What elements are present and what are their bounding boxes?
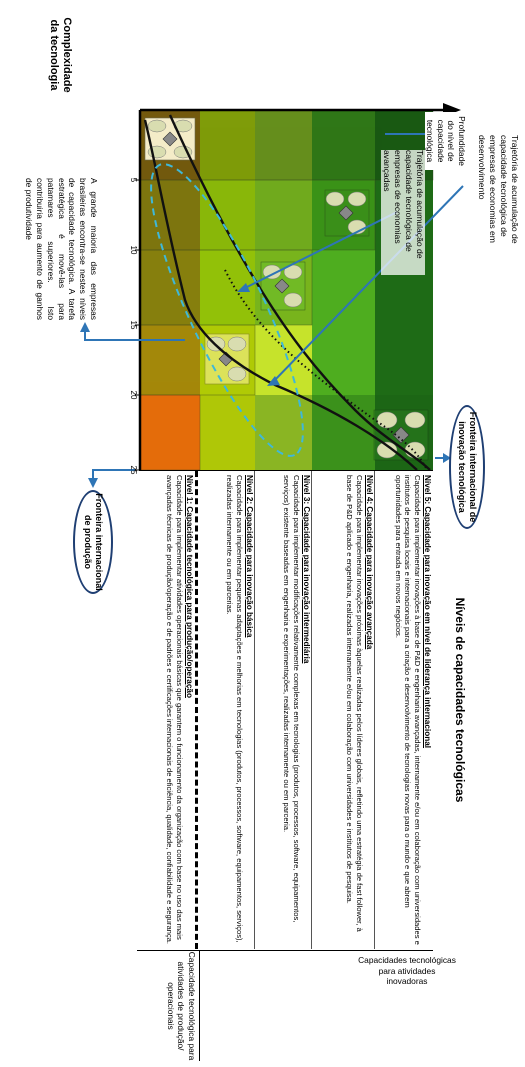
- level3-desc: Capacidade para implementar modificações…: [282, 475, 302, 923]
- prod-side-bracket: Capacidade tecnológica para atividades d…: [137, 950, 200, 1061]
- level2-title: Nível 2: Capacidade para inovação básica: [245, 475, 254, 638]
- level4-desc: Capacidade para implementar inovações pr…: [345, 475, 365, 932]
- trajectory-developing-curve: [143, 119, 418, 471]
- level1-box: Nível 1: Capacidade tecnológica para pro…: [136, 471, 198, 949]
- prod-side-label: Capacidade tecnológica para atividades d…: [166, 951, 197, 1061]
- level2-box-inner: Nível 2: Capacidade para inovação básica…: [225, 471, 255, 949]
- frontier-prod-label: Fronteira internacional de produção: [83, 493, 104, 591]
- machine-cylinder-2b: [325, 191, 345, 207]
- machine-diamond-3: [274, 278, 290, 294]
- brazilian-firms-note: A grande maioria das empresas brasileira…: [24, 178, 99, 320]
- machine-cylinder-5d: [376, 441, 398, 459]
- frontier-prod-oval: Fronteira internacional de produção: [73, 490, 113, 594]
- levels-column: Nível 5: Capacidade para inovação em nív…: [136, 470, 433, 951]
- traj-dev-arrow-line: [272, 185, 464, 383]
- level1-box-inner: Nível 1: Capacidade tecnológica para pro…: [165, 471, 195, 949]
- level4-box: Nível 4: Capacidade para inovação avança…: [311, 471, 375, 949]
- level3-box: Nível 3: Capacidade para inovação interm…: [254, 471, 312, 949]
- level4-box-inner: Nível 4: Capacidade para inovação avança…: [345, 471, 375, 949]
- frontier-innov-arrow-head: [443, 453, 451, 463]
- trajectory-advanced-curve: [168, 114, 431, 471]
- level1-title: Nível 1: Capacidade tecnológica para pro…: [185, 475, 194, 698]
- brazilian-firms-ellipse: [150, 163, 304, 457]
- level1-desc: Capacidade para implementar atividades o…: [165, 475, 185, 945]
- frontier-prod-arrow-line: [92, 469, 135, 480]
- machine-cylinder-5b: [376, 411, 398, 429]
- machine-cylinder-5a: [404, 411, 426, 429]
- innov-side-label: Capacidades tecnológicas para atividades…: [358, 955, 456, 986]
- x-tick-label-10: 10: [129, 245, 138, 255]
- level3-box-inner: Nível 3: Capacidade para inovação interm…: [282, 471, 312, 949]
- traj-adv-label: Trajetória de acumulação de capacidade t…: [381, 150, 425, 275]
- machine-diamond-2: [338, 205, 354, 221]
- machine-cylinder-3b: [262, 264, 282, 280]
- traj-dev-arrow-head: [267, 376, 280, 386]
- level3-title: Nível 3: Capacidade para inovação interm…: [302, 475, 311, 664]
- note-arrow-head: [80, 322, 90, 332]
- level4-title: Nível 4: Capacidade para inovação avança…: [365, 475, 374, 650]
- machine-icon-1: [144, 117, 196, 161]
- level2-desc: Capacidade para implementar pequenas ada…: [225, 475, 245, 943]
- innov-side-bracket: Capacidades tecnológicas para atividades…: [200, 950, 456, 1061]
- machine-diamond-5: [392, 426, 410, 444]
- levels-header-title: Níveis de capacidades tecnológicas: [453, 597, 467, 803]
- machine-cylinder-1b: [147, 119, 167, 133]
- frontier-prod-arrow-head: [88, 478, 98, 488]
- note-arrow-line: [84, 330, 185, 341]
- machine-icon-5: [373, 409, 429, 461]
- traj-adv-arrow-line: [244, 211, 398, 289]
- x-axis-tick-marks: [135, 179, 140, 471]
- x-tick-label-5: 5: [129, 177, 138, 183]
- depth-label: Profundidade do nível de capacidade tecn…: [425, 112, 467, 170]
- chart-svg: [80, 103, 464, 488]
- level5-box-inner: Nível 5: Capacidade para inovação em nív…: [393, 471, 433, 949]
- traj-dev-label: Trajetória de acumulação de capacidade t…: [476, 135, 520, 260]
- machine-cylinder-4a: [227, 336, 247, 352]
- machine-cylinder-3c: [283, 292, 303, 308]
- stair-step-2: [140, 180, 375, 250]
- stair-step-1: [140, 110, 433, 180]
- level5-title: Nível 5: Capacidade para inovação em nív…: [423, 475, 432, 749]
- level5-desc: Capacidade para implementar inovações à …: [393, 475, 423, 945]
- machine-cylinder-2a: [347, 191, 367, 207]
- machine-icon-2: [324, 189, 370, 237]
- level2-box: Nível 2: Capacidade para inovação básica…: [200, 471, 255, 949]
- machine-cylinder-4c: [227, 366, 247, 382]
- trajectory-dotted-curve: [224, 269, 428, 471]
- x-tick-label-15: 15: [129, 320, 138, 330]
- level5-box: Nível 5: Capacidade para inovação em nív…: [374, 471, 433, 949]
- machine-cylinder-5c: [404, 441, 426, 459]
- x-tick-label-20: 20: [129, 390, 138, 400]
- traj-adv-arrow-head: [237, 283, 250, 292]
- machine-diamond-1: [162, 131, 178, 147]
